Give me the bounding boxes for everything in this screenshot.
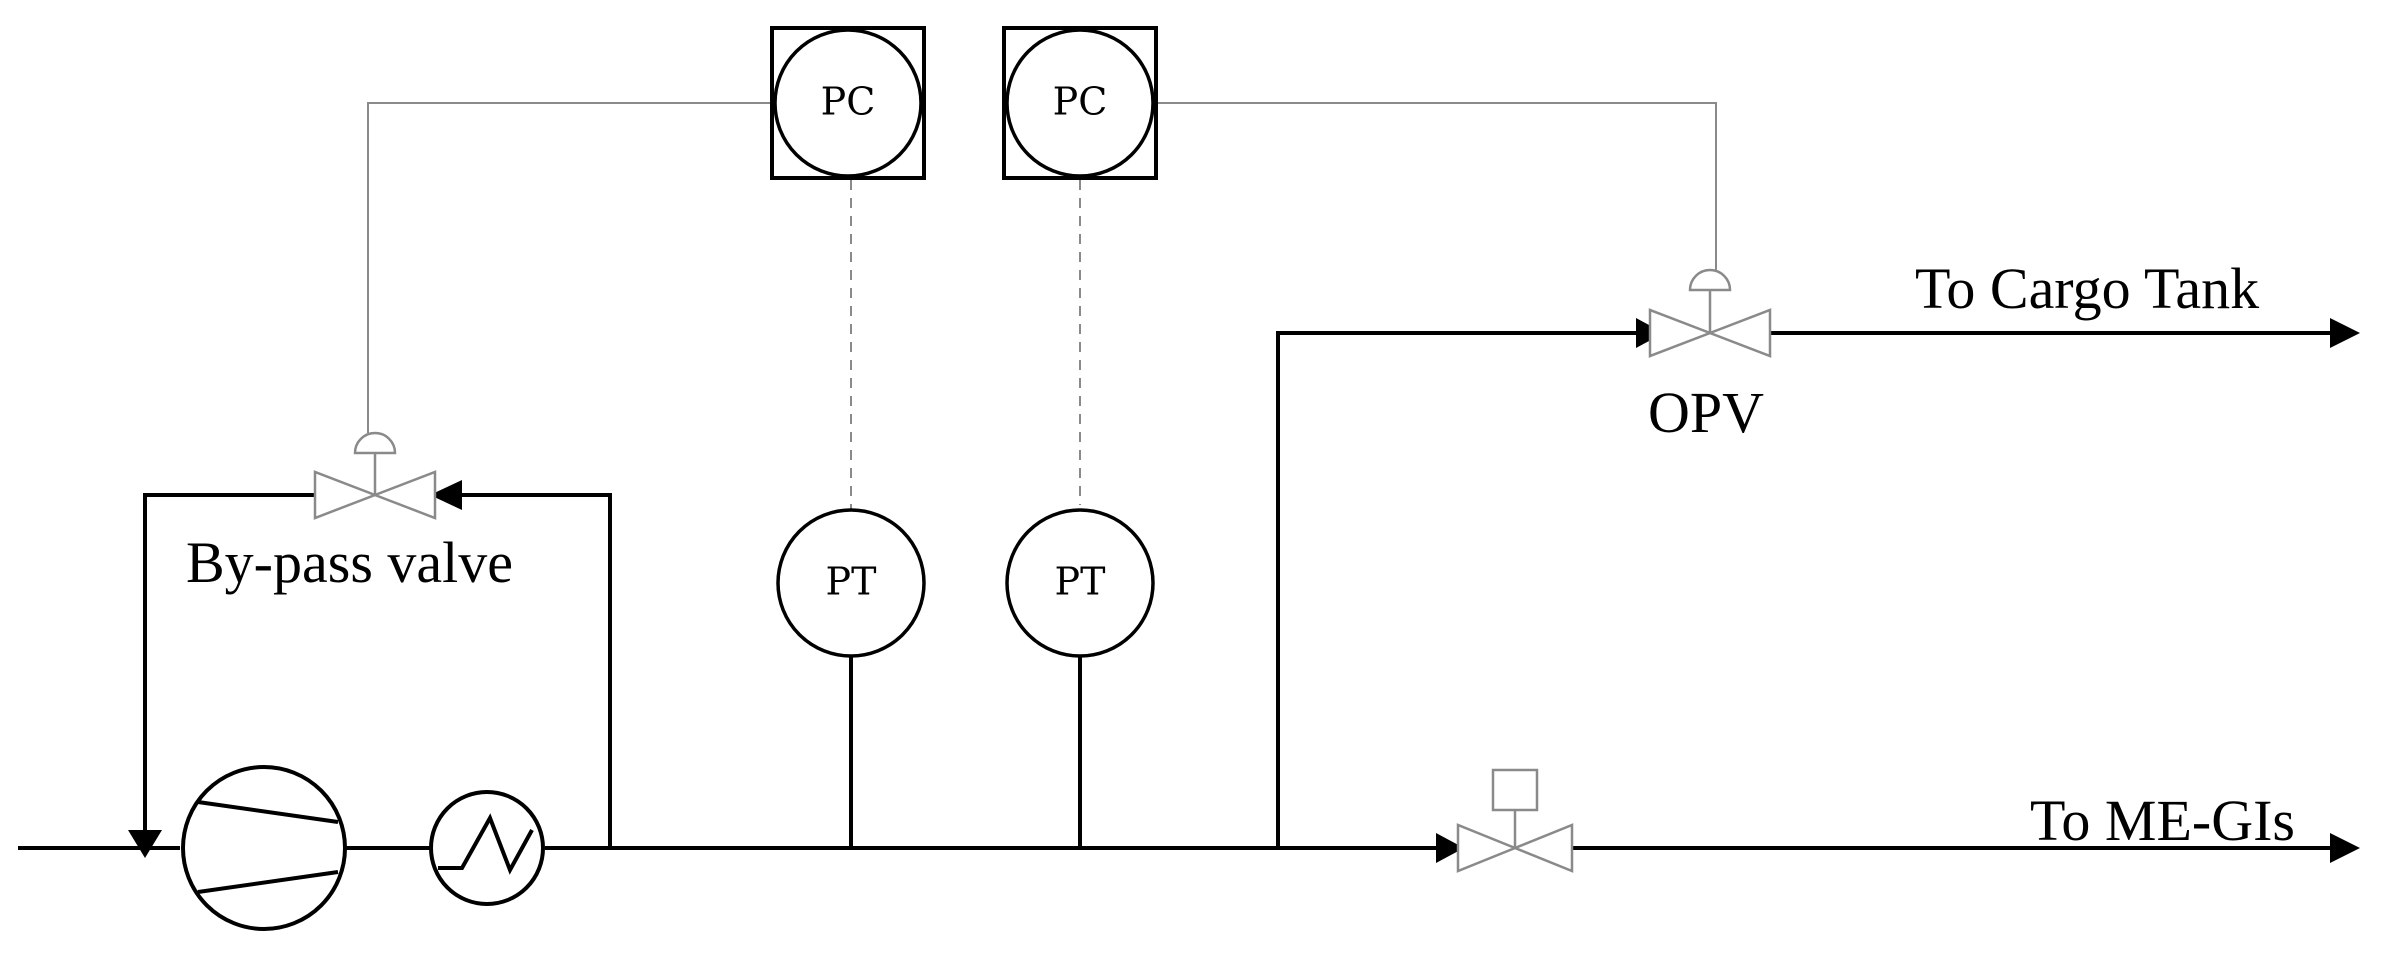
pt-left-label: PT (826, 560, 877, 604)
bypass-valve-icon (313, 431, 437, 520)
megi-valve-icon (1456, 768, 1574, 873)
arrow-bypass-left (430, 480, 462, 510)
opv-label: OPV (1648, 380, 1764, 445)
to-cargo-tank-label: To Cargo Tank (1915, 256, 2259, 321)
bypass-return-pipe (143, 493, 315, 830)
to-me-gis-label: To ME-GIs (2030, 788, 2295, 853)
pt-right-label: PT (1055, 560, 1106, 604)
signal-line-opv (1155, 102, 1717, 283)
pt-transmitter-left: PT (776, 508, 926, 658)
cargo-branch-pipe (1276, 331, 1640, 848)
pc-left-label: PC (821, 80, 876, 124)
pc-controller-left: PC (770, 26, 926, 180)
bypass-valve-label: By-pass valve (186, 530, 513, 595)
pc-controller-right: PC (1002, 26, 1158, 180)
signal-line-bypass (367, 102, 775, 433)
arrow-cargo-tank (2330, 318, 2360, 348)
opv-valve-icon (1648, 268, 1772, 358)
arrow-bypass-down (128, 830, 162, 858)
compressor-icon (181, 765, 347, 931)
pc-right-label: PC (1053, 80, 1108, 124)
arrow-me-gis (2330, 833, 2360, 863)
pt-transmitter-right: PT (1005, 508, 1155, 658)
arrow-megi-valve-in (1436, 833, 1464, 863)
heat-exchanger-icon (429, 790, 545, 906)
bypass-loop-pipe (435, 493, 612, 848)
